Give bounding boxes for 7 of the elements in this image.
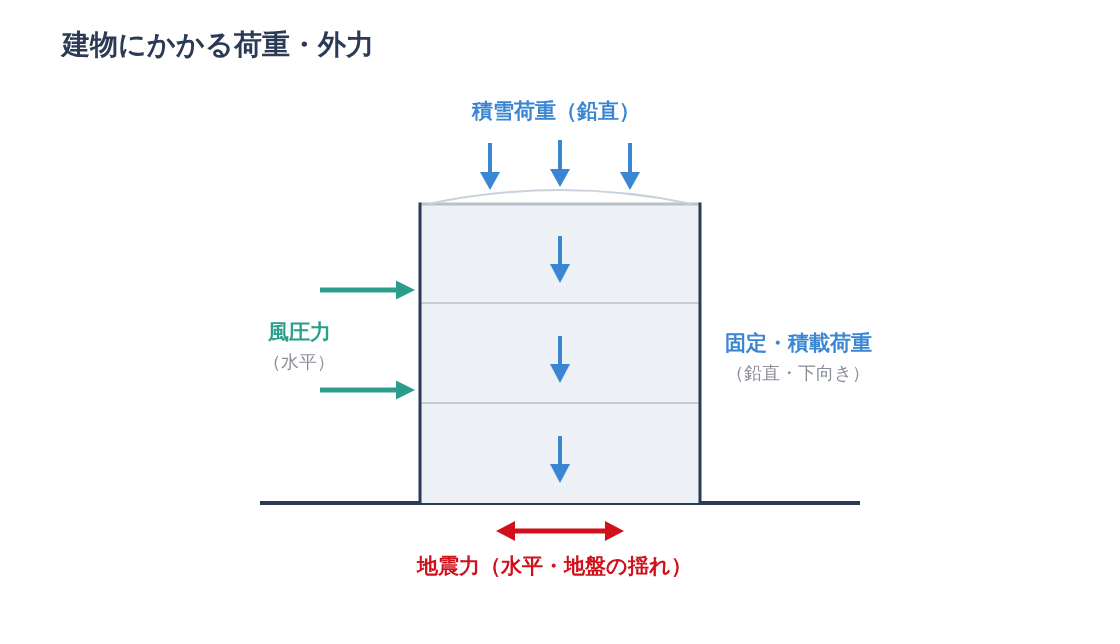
- load-label: 固定・積載荷重: [724, 331, 872, 357]
- load-label: 積雪荷重（鉛直）: [472, 99, 640, 125]
- load-label: 風圧力: [267, 320, 331, 346]
- direction-note: （鉛直・下向き）: [726, 362, 870, 384]
- diagram-title: 建物にかかる荷重・外力: [62, 28, 374, 62]
- direction-note: （水平）: [263, 351, 335, 373]
- load-label: 地震力（水平・地盤の揺れ）: [416, 554, 692, 580]
